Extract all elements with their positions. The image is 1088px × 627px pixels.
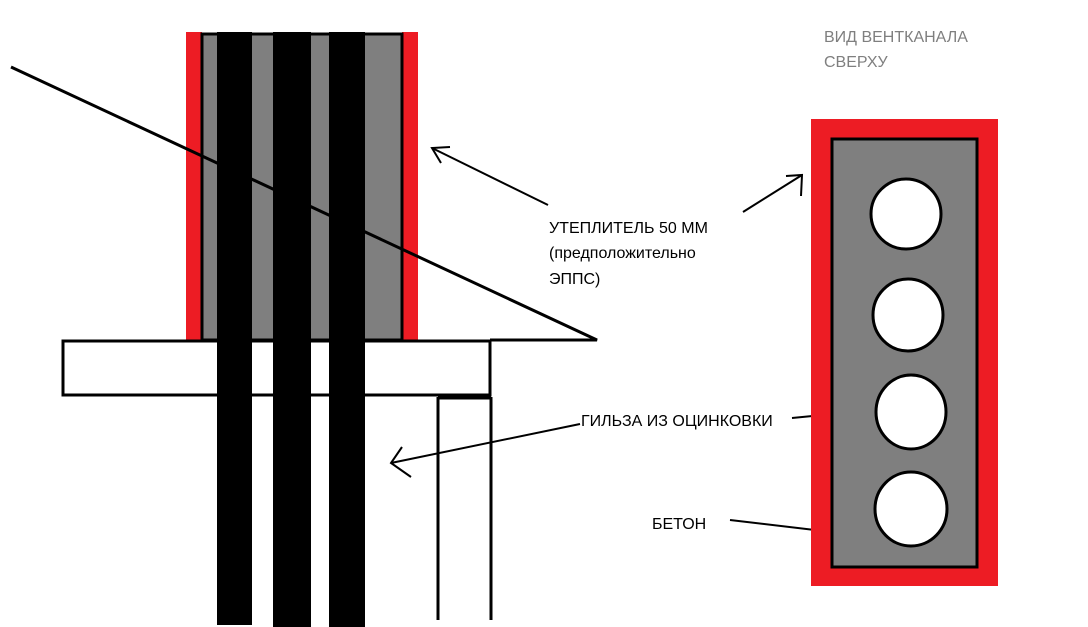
sleeve-circle-1 <box>869 177 943 251</box>
insulation-right <box>402 32 418 340</box>
sleeve-pipe-1 <box>217 32 252 625</box>
sleeve-circle-2 <box>871 277 945 353</box>
insulation-label-line-2: (предположительно <box>549 245 696 262</box>
sleeve-circle-3 <box>874 373 948 451</box>
insulation-label-line-1: УТЕПЛИТЕЛЬ 50 ММ <box>549 220 708 237</box>
sleeve-label: ГИЛЬЗА ИЗ ОЦИНКОВКИ <box>581 413 773 430</box>
insulation-label-line-3: ЭППС) <box>549 271 600 288</box>
sleeve-pipe-3 <box>329 32 365 627</box>
top-view-title-line-2: СВЕРХУ <box>824 54 889 71</box>
insulation-left <box>186 32 202 340</box>
arrow-sleeve-side <box>389 423 581 478</box>
top-view <box>811 119 998 586</box>
top-view-title-line-1: ВИД ВЕНТКАНАЛА <box>824 29 968 46</box>
arrow-insulation-top <box>742 173 804 213</box>
sleeve-pipe-2 <box>273 32 311 627</box>
roof-slope-line <box>10 65 598 342</box>
concrete-label: БЕТОН <box>652 516 706 533</box>
arrow-insulation-side <box>430 146 549 206</box>
side-view <box>10 32 598 627</box>
sleeve-circle-4 <box>873 470 949 548</box>
